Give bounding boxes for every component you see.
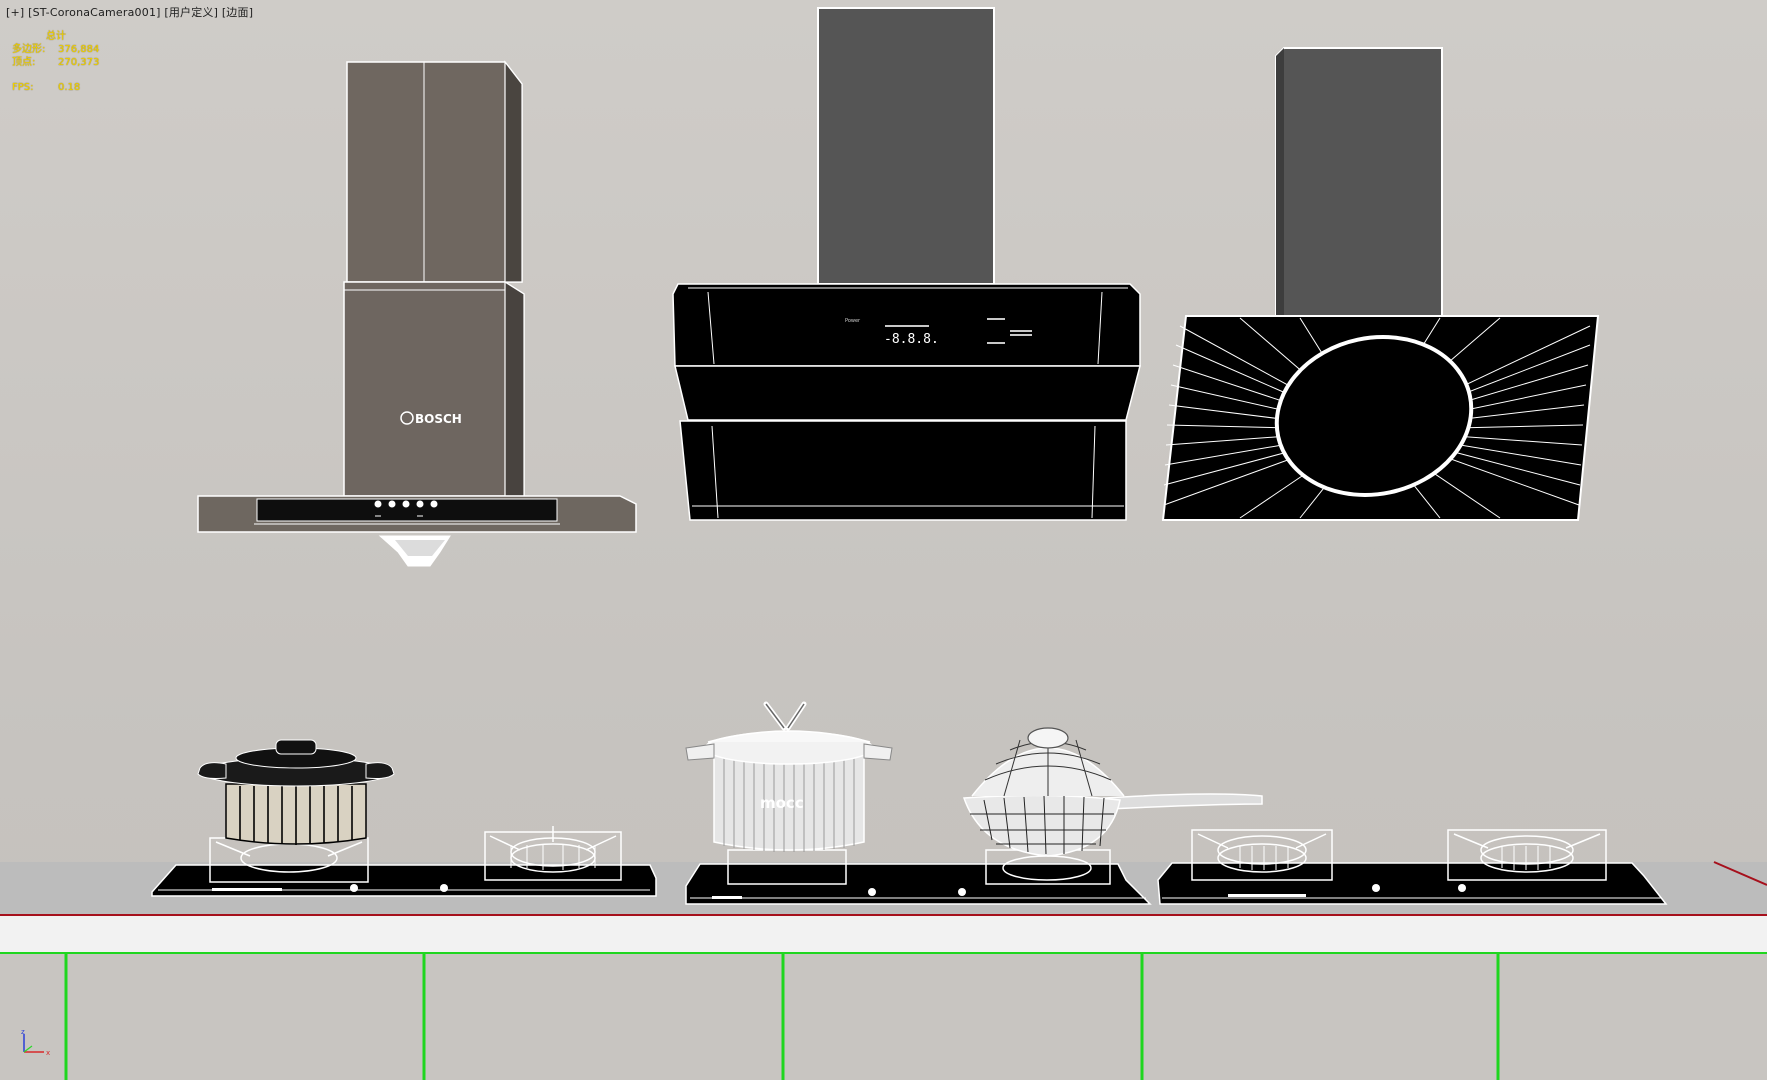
hood2-power-label: Power — [845, 318, 861, 324]
axis-z-label: z — [21, 1028, 25, 1036]
stats-header: 总计 — [46, 31, 66, 42]
viewport-label[interactable]: [+] [ST-CoronaCamera001] [用户定义] [边面] — [6, 6, 254, 19]
cabinet-dividers — [64, 954, 1500, 1080]
stats-key: 顶点: — [12, 57, 36, 68]
axis-x-label: x — [46, 1049, 50, 1057]
pot-brand-text: mocc — [760, 794, 804, 812]
cooktop-center[interactable] — [685, 849, 1152, 905]
stats-value: 270,373 — [58, 57, 100, 68]
range-hood-bosch[interactable] — [197, 60, 637, 567]
cabinet-front — [0, 954, 1767, 1080]
bosch-logo-text: BOSCH — [415, 412, 462, 426]
hood3-circle-intake — [1274, 335, 1474, 497]
range-hood-digital[interactable] — [672, 7, 1141, 521]
stats-row-vertices: 顶点: 270,373 — [12, 56, 99, 69]
countertop-front — [0, 914, 1767, 954]
hood2-digit-display: -8.8.8. — [884, 332, 939, 347]
stats-key: FPS: — [12, 82, 34, 93]
range-hood-side-draft[interactable] — [1161, 47, 1600, 521]
stats-key: 多边形: — [12, 44, 46, 55]
stats-row-fps: FPS: 0.18 — [12, 81, 99, 94]
cooktop-right[interactable] — [1157, 829, 1668, 905]
dutch-oven-pot[interactable] — [197, 739, 395, 845]
stats-value: 0.18 — [58, 82, 81, 93]
cooktop-left[interactable] — [151, 826, 657, 897]
stats-value: 376,884 — [58, 44, 100, 55]
stock-pot[interactable] — [685, 701, 893, 852]
stats-row-polygons: 多边形: 376,884 — [12, 43, 99, 56]
countertop-corner-edge — [1713, 861, 1767, 886]
viewport-statistics: 总计 多边形: 376,884 顶点: 270,373 FPS: 0.18 — [12, 30, 99, 94]
wok-pan[interactable] — [962, 727, 1263, 857]
axis-gizmo-icon: z x — [21, 1028, 50, 1057]
